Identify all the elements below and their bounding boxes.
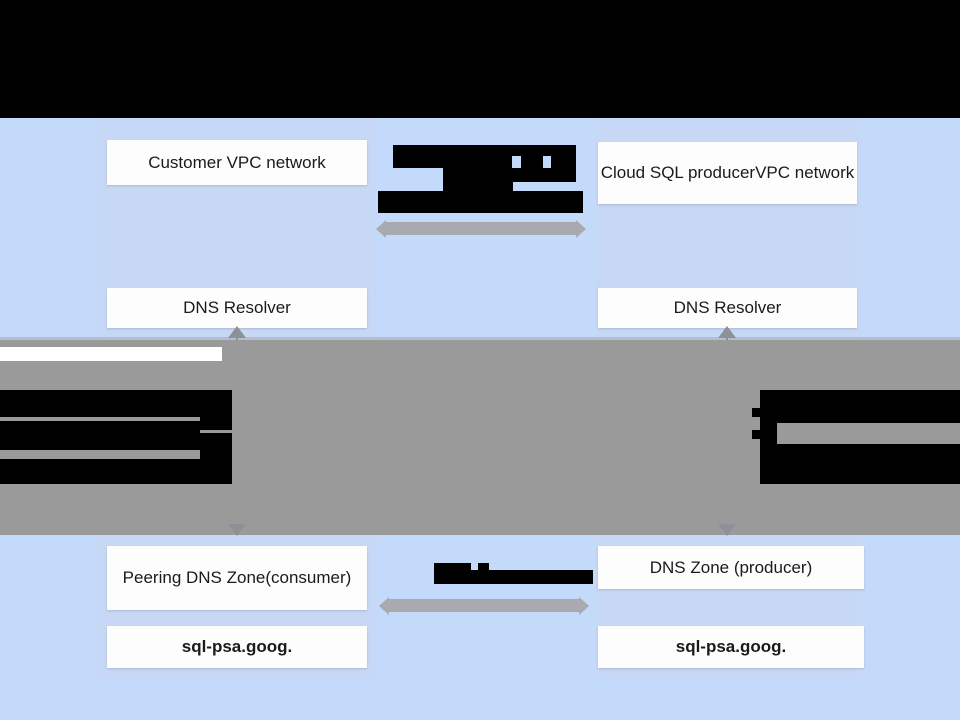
redacted-text-block-band-right-2 — [752, 408, 762, 417]
producer-resolver-connector-stub — [726, 328, 728, 340]
consumer-resolver-connector-stub — [236, 328, 238, 340]
cloud-sql-producer-vpc-network-label: Cloud SQL producer VPC network — [598, 142, 857, 204]
redacted-text-block-band-left-1 — [0, 390, 232, 402]
band-to-producer-zone-arrow — [718, 524, 736, 536]
peering-zone-line-1: Peering DNS Zone — [122, 568, 266, 588]
redacted-text-block-band-left-2 — [0, 400, 200, 417]
customer-vpc-network-label: Customer VPC network — [107, 140, 367, 185]
vpc-peering-arrow — [385, 222, 577, 235]
redacted-text-block-band-left-3 — [0, 421, 200, 433]
redacted-text-block-bottom-1 — [434, 563, 471, 572]
redacted-text-block-band-right-1 — [760, 390, 960, 423]
redacted-text-block-top-3 — [488, 147, 512, 168]
redacted-text-block-top-8 — [378, 191, 583, 213]
redacted-text-block-top-2 — [393, 156, 489, 168]
producer-vpc-line-1: Cloud SQL producer — [600, 163, 756, 183]
dns-resolver-producer-label: DNS Resolver — [598, 288, 857, 328]
top-black-background — [0, 0, 960, 118]
redacted-text-block-top-4 — [521, 147, 543, 168]
peering-zone-line-2: (consumer) — [265, 568, 352, 588]
redacted-text-block-band-right-3 — [752, 430, 762, 439]
redacted-text-block-band-left-5 — [0, 433, 232, 450]
peering-band-top-edge — [0, 337, 960, 340]
redacted-text-block-band-right-5 — [760, 444, 960, 484]
peering-band-white-bar — [0, 347, 222, 361]
redacted-text-block-band-left-6 — [0, 459, 232, 484]
redacted-text-block-bottom-2 — [478, 563, 489, 572]
dns-resolver-consumer-label: DNS Resolver — [107, 288, 367, 328]
sql-psa-record-producer: sql-psa.goog. — [598, 626, 864, 668]
redacted-text-block-top-1 — [393, 145, 576, 156]
band-to-consumer-zone-arrow — [228, 524, 246, 536]
redacted-text-block-band-left-7 — [200, 440, 232, 484]
redacted-text-block-band-left-4 — [200, 390, 232, 430]
sql-psa-record-consumer: sql-psa.goog. — [107, 626, 367, 668]
dns-peering-arrow — [388, 599, 580, 612]
peering-dns-zone-consumer-label: Peering DNS Zone (consumer) — [107, 546, 367, 610]
redacted-text-block-band-right-4 — [760, 423, 777, 445]
redacted-text-block-top-6 — [443, 168, 576, 182]
dns-zone-producer-label: DNS Zone (producer) — [598, 546, 864, 589]
redacted-text-block-top-5 — [551, 147, 576, 168]
producer-vpc-line-2: VPC network — [755, 163, 855, 183]
redacted-text-block-bottom-3 — [434, 570, 593, 584]
